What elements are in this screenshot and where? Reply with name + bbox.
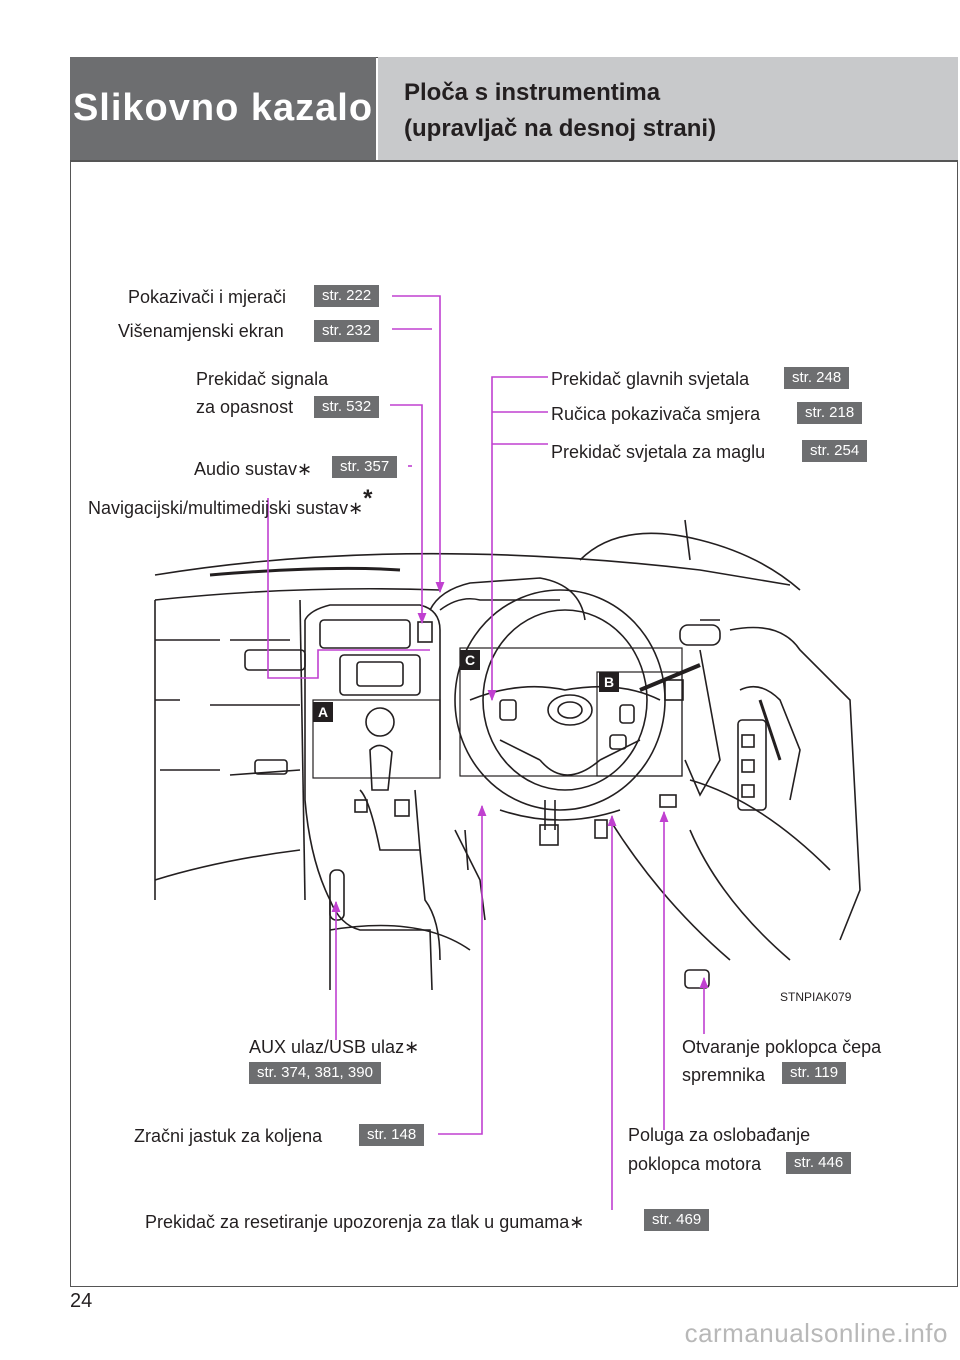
hazard-label-line1: Prekidač signala — [196, 369, 329, 389]
knee-airbag-label: Zračni jastuk za koljena — [134, 1126, 323, 1146]
gauges-label: Pokazivači i mjerači — [128, 287, 287, 307]
hood-label-line1: Poluga za oslobađanje — [628, 1125, 811, 1145]
watermark: carmanualsonline.info — [684, 1318, 948, 1348]
turn-signal-page-badge[interactable]: str. 218 — [797, 402, 863, 424]
hood-label-line2: poklopca motora — [628, 1154, 762, 1174]
aux-usb-page-badge[interactable]: str. 374, 381, 390 — [249, 1062, 381, 1084]
aux-usb-label: AUX ulaz/USB ulaz∗ — [249, 1037, 420, 1057]
section-header: Slikovno kazalo — [70, 57, 376, 160]
headlight-label: Prekidač glavnih svjetala — [551, 369, 750, 389]
fog-light-label: Prekidač svjetala za maglu — [551, 442, 766, 462]
multi-display-label: Višenamjenski ekran — [118, 321, 284, 341]
knee-airbag-page-badge[interactable]: str. 148 — [359, 1124, 425, 1146]
turn-signal-label: Ručica pokazivača smjera — [551, 404, 761, 424]
figure-code: STNPIAK079 — [780, 990, 852, 1004]
page-title-line1: Ploča s instrumentima — [404, 79, 661, 106]
hazard-page-badge[interactable]: str. 532 — [314, 396, 380, 418]
header-rule — [70, 160, 958, 162]
fuel-door-label-line1: Otvaranje poklopca čepa — [682, 1037, 882, 1057]
audio-page-badge[interactable]: str. 357 — [332, 456, 398, 478]
tpms-page-badge[interactable]: str. 469 — [644, 1209, 710, 1231]
fuel-door-label-line2: spremnika — [682, 1065, 766, 1085]
inset-tag-b: B — [599, 672, 619, 692]
navigation-label: Navigacijski/multimedijski sustav∗* — [88, 485, 373, 519]
inset-tag-c: C — [460, 650, 480, 670]
headlight-page-badge[interactable]: str. 248 — [784, 367, 850, 389]
section-title: Slikovno kazalo — [72, 87, 374, 129]
page-number: 24 — [70, 1290, 93, 1312]
navigation-label-star: * — [363, 485, 373, 512]
audio-label: Audio sustav∗ — [194, 459, 313, 479]
gauges-page-badge[interactable]: str. 222 — [314, 285, 380, 307]
fuel-door-page-badge[interactable]: str. 119 — [782, 1062, 847, 1084]
fog-light-page-badge[interactable]: str. 254 — [802, 440, 868, 462]
hazard-label-line2: za opasnost — [196, 397, 294, 417]
tpms-label: Prekidač za resetiranje upozorenja za tl… — [145, 1212, 585, 1232]
inset-tag-a: A — [313, 702, 333, 722]
hood-page-badge[interactable]: str. 446 — [786, 1152, 852, 1174]
multi-display-page-badge[interactable]: str. 232 — [314, 320, 380, 342]
page-title-line2: (upravljač na desnoj strani) — [404, 115, 717, 142]
page-header: Ploča s instrumentima (upravljač na desn… — [378, 57, 958, 160]
navigation-label-text: Navigacijski/multimedijski sustav∗ — [88, 498, 364, 518]
